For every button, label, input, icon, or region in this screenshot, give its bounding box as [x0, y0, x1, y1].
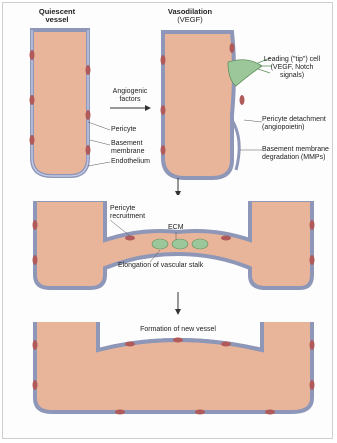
dilated-vessel	[163, 32, 234, 178]
leading-cell-label: Leading ("tip") cell(VEGF, Notchsignals)	[252, 56, 332, 80]
elongation-label: Elongation of vascular stalk	[118, 262, 203, 270]
quiescent-vessel	[32, 30, 88, 176]
endothelium-label: Endothelium	[111, 158, 150, 166]
basement-membrane-label: Basementmembrane	[111, 140, 144, 156]
pericyte-detachment-label: Pericyte detachment(angiopoietin)	[262, 116, 326, 132]
vasodilation-title: Vasodilation(VEGF)	[150, 8, 230, 24]
stalk-cells	[152, 239, 208, 249]
formation-label: Formation of new vessel	[118, 326, 238, 334]
pericyte-recruitment-label: Pericyterecruitment	[110, 205, 145, 221]
ecm-label: ECM	[168, 224, 184, 232]
quiescent-title: Quiescentvessel	[22, 8, 92, 24]
pericyte-label: Pericyte	[111, 126, 136, 134]
bm-degradation-label: Basement membranedegradation (MMPs)	[262, 146, 329, 162]
angiogenic-factors-label: Angiogenicfactors	[100, 88, 160, 104]
